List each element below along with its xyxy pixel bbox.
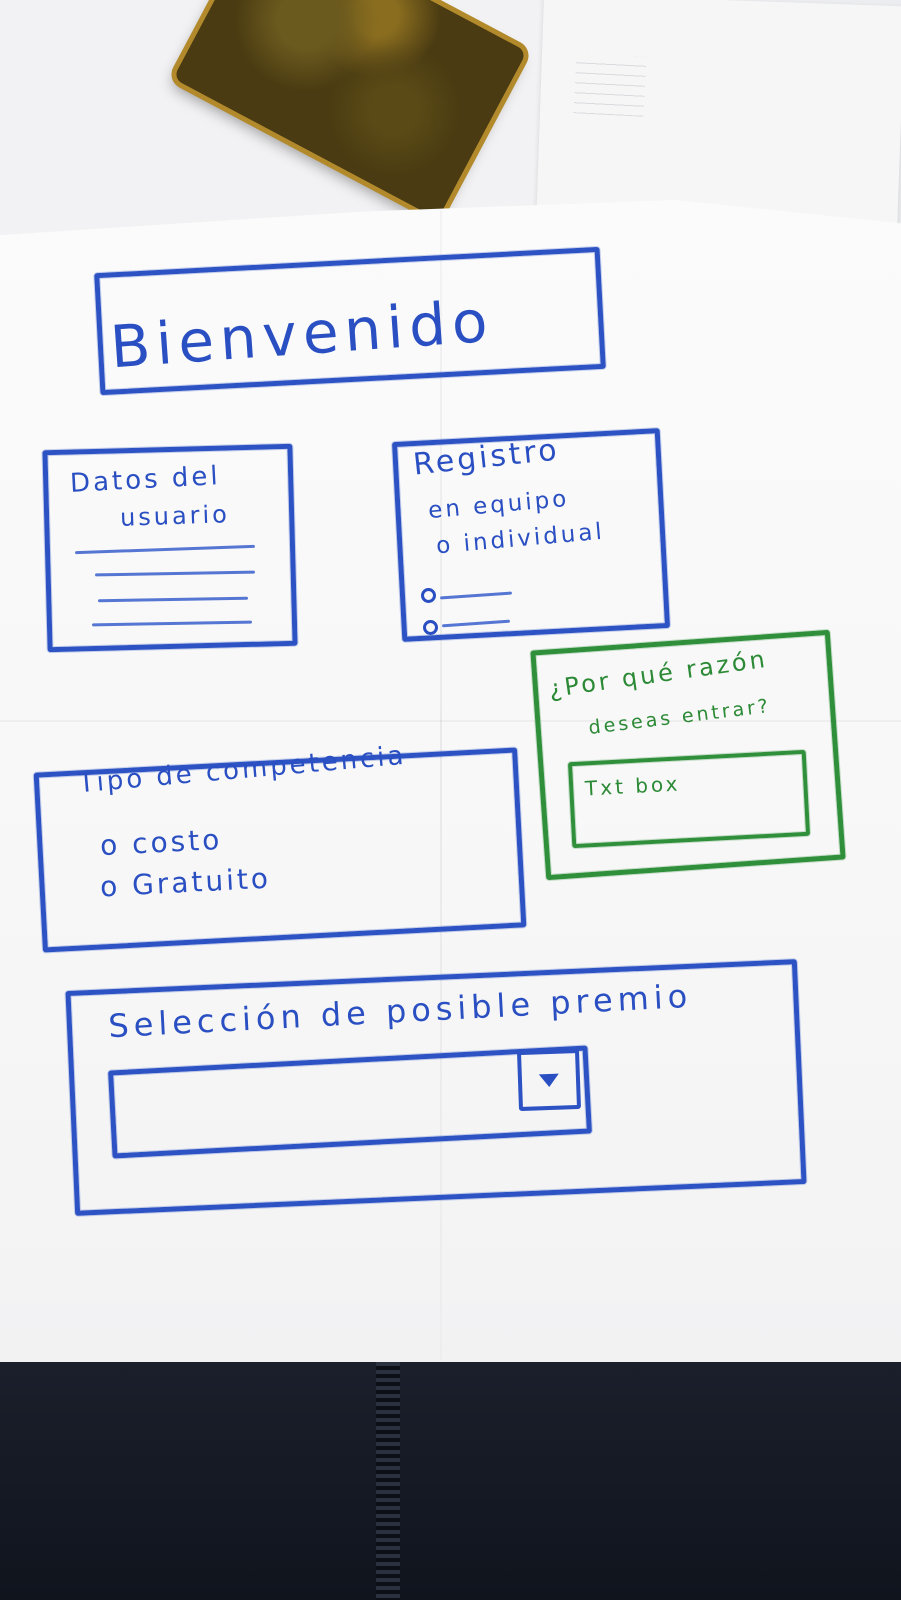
prize-dropdown-button[interactable]: [516, 1048, 582, 1112]
background-paper-lines: [573, 53, 647, 117]
jacket-zipper: [376, 1362, 400, 1600]
background-paper-sheet: [536, 0, 901, 237]
jacket-background: [0, 1362, 901, 1600]
paper-fold-vertical: [440, 210, 442, 1360]
registration-radio-1[interactable]: [421, 588, 436, 603]
chevron-down-icon: [538, 1073, 560, 1087]
reason-text-box-placeholder: Txt box: [584, 771, 681, 801]
paper-fold-horizontal: [0, 720, 901, 722]
competition-option-cost[interactable]: o costo: [99, 822, 224, 863]
sketch-paper: [0, 200, 901, 1370]
user-data-title-line2: usuario: [119, 500, 231, 532]
registration-radio-2[interactable]: [423, 620, 438, 635]
